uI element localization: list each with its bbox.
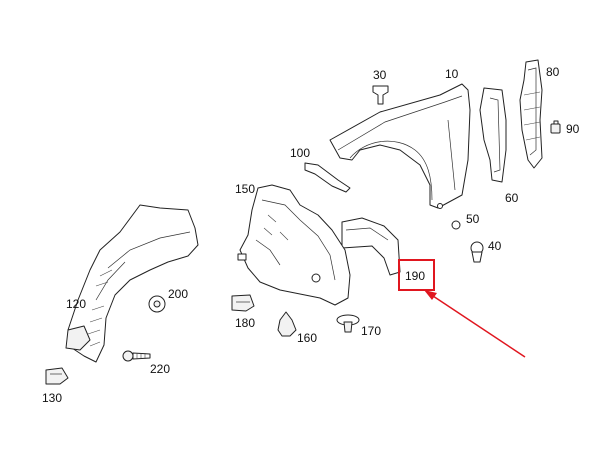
- callout-10: 10: [445, 67, 459, 81]
- clip-part-180[interactable]: [231, 294, 255, 312]
- callout-220: 220: [150, 362, 170, 376]
- bracket-part-100[interactable]: [304, 162, 351, 193]
- clip-part-30[interactable]: [372, 85, 389, 105]
- callout-120: 120: [66, 297, 86, 311]
- liner-part-120[interactable]: [65, 204, 199, 363]
- callout-30: 30: [373, 68, 387, 82]
- callout-80: 80: [546, 65, 560, 79]
- fender-part-10[interactable]: [329, 83, 471, 209]
- nut-part-40[interactable]: [470, 241, 484, 263]
- callout-60: 60: [505, 191, 519, 205]
- panel-part-60[interactable]: [479, 87, 507, 183]
- callout-180: 180: [235, 316, 255, 330]
- callout-200: 200: [168, 287, 188, 301]
- clip-part-130[interactable]: [45, 367, 69, 385]
- grommet-part-200[interactable]: [148, 295, 166, 313]
- callout-150: 150: [235, 182, 255, 196]
- highlight-arrow: [424, 290, 526, 358]
- rivet-part-220[interactable]: [122, 350, 151, 362]
- bolt-part-90[interactable]: [550, 120, 561, 134]
- callout-170: 170: [361, 324, 381, 338]
- callout-40: 40: [488, 239, 502, 253]
- clip-part-170[interactable]: [336, 314, 360, 333]
- callout-100: 100: [290, 146, 310, 160]
- callout-90: 90: [566, 122, 580, 136]
- liner-part-150[interactable]: [237, 184, 351, 306]
- callout-190: 190: [405, 269, 425, 283]
- callout-160: 160: [297, 331, 317, 345]
- washer-part-50[interactable]: [451, 220, 461, 230]
- bracket-part-80[interactable]: [519, 59, 543, 169]
- callout-50: 50: [466, 212, 480, 226]
- highlight-box: [398, 259, 435, 291]
- liner-part-190[interactable]: [341, 217, 401, 276]
- fastener-part-160[interactable]: [277, 311, 297, 337]
- callout-130: 130: [42, 391, 62, 405]
